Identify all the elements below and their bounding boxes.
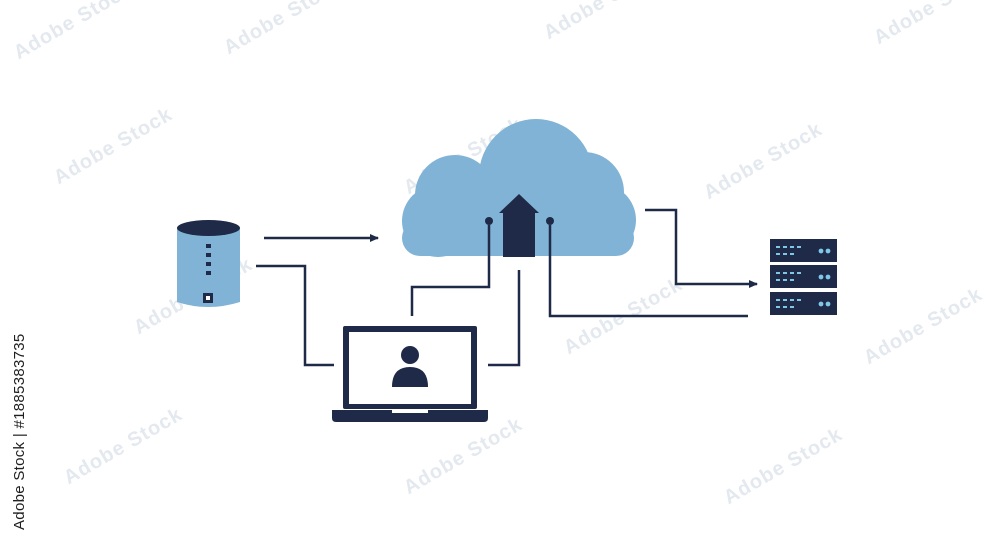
user-icon (392, 346, 428, 387)
database-icon (177, 220, 240, 307)
database-to-laptop-line (256, 264, 334, 367)
laptop-to-cloud-left-line (410, 225, 491, 316)
connector-dot (546, 217, 554, 225)
cloud-to-server-line (548, 225, 748, 318)
connector-dot (485, 217, 493, 225)
connection-lines (256, 208, 758, 367)
laptop-icon (332, 326, 488, 422)
cloud-to-server-arrow (645, 208, 758, 288)
laptop-to-cloud-right-line (488, 270, 521, 367)
upload-arrow-icon (499, 194, 539, 257)
stock-id-label: Adobe Stock | #1885383735 (11, 333, 28, 530)
server-rack-icon (770, 239, 837, 315)
